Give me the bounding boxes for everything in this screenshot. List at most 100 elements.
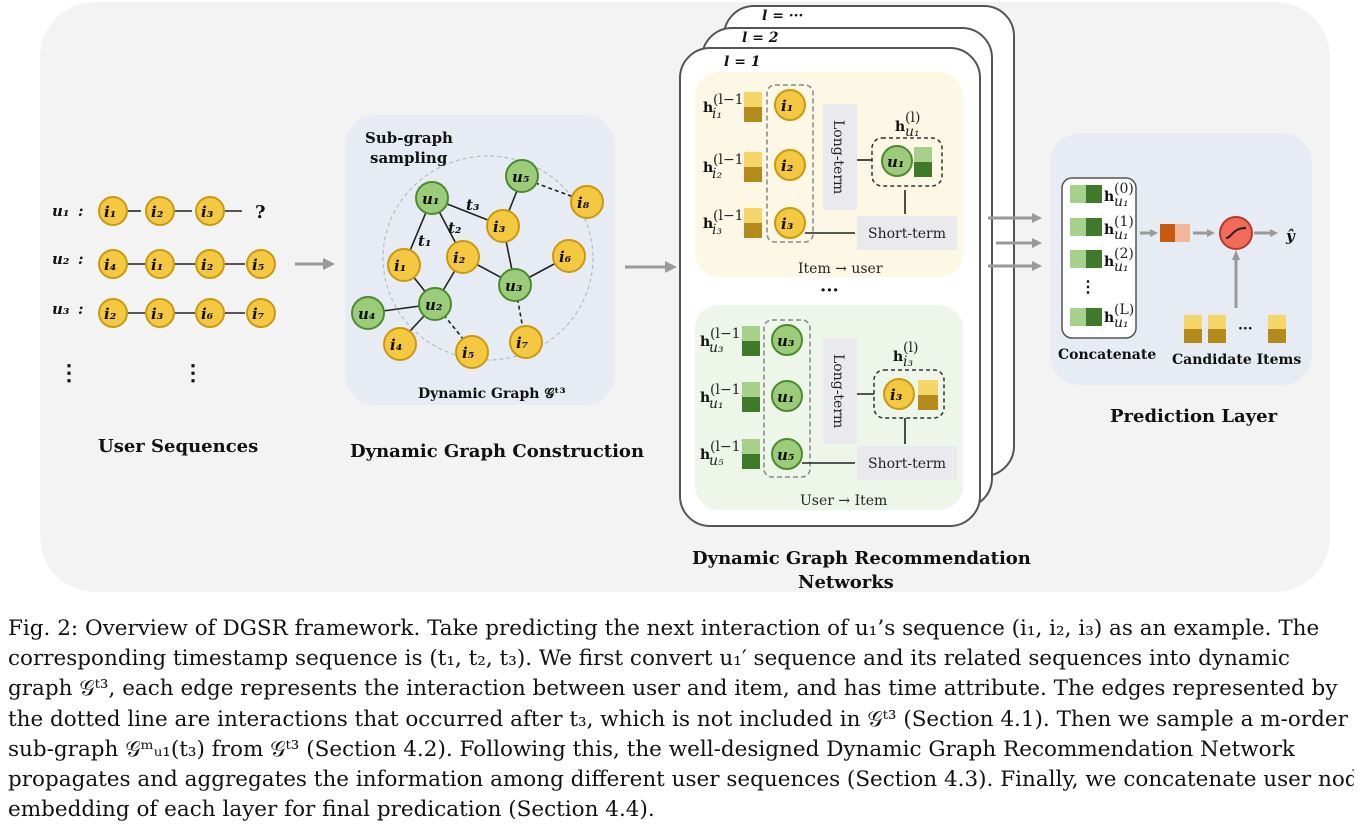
svg-text:i₂: i₂ <box>712 166 722 182</box>
dynamic-graph-label: Dynamic Graph 𝒢ᵗ³ <box>418 386 566 402</box>
svg-text:h: h <box>703 216 713 232</box>
svg-text:h: h <box>1104 310 1114 326</box>
svg-text::: : <box>78 300 84 318</box>
graph-node-u3 <box>498 268 532 302</box>
seq-node-i2b <box>195 249 225 279</box>
svg-text:⋮: ⋮ <box>1080 277 1096 296</box>
graph-node-u2 <box>418 287 452 321</box>
svg-text:u₅: u₅ <box>512 168 530 186</box>
graph-node-u5 <box>505 159 539 193</box>
long-term-box-bottom <box>823 338 857 444</box>
svg-text:i₈: i₈ <box>577 194 590 212</box>
seq-node-i7 <box>246 298 276 328</box>
svg-text:(0): (0) <box>1114 181 1134 197</box>
svg-text:h: h <box>1104 189 1114 205</box>
svg-text:i₃: i₃ <box>493 218 506 236</box>
svg-text:u₁: u₁ <box>1114 315 1129 331</box>
svg-text:h: h <box>700 334 710 350</box>
svg-text:h: h <box>893 349 903 365</box>
svg-text:h: h <box>700 447 710 463</box>
graph-node-i1 <box>387 248 421 282</box>
short-term-box-top <box>857 216 957 250</box>
user-sequences-section: u₁ : i₁ i₂ i₃ ? u₂ : i₄ i₁ i₂ i₅ u₃ : i₂… <box>52 196 276 457</box>
item-to-user-label: Item → user <box>798 261 883 277</box>
section-title-networks-1: Dynamic Graph Recommendation <box>692 548 1031 569</box>
svg-text:u₃: u₃ <box>505 277 523 295</box>
graph-node-i3 <box>486 209 520 243</box>
caption-line-3: graph 𝒢ᵗ³, each edge represents the inte… <box>8 676 1338 702</box>
svg-text:i₁: i₁ <box>394 257 406 275</box>
svg-text:(l−1): (l−1) <box>713 208 749 224</box>
layer-label-2: l = 2 <box>742 30 779 46</box>
graph-node-i6 <box>552 239 586 273</box>
svg-text:t₁: t₁ <box>418 232 432 250</box>
seq-user-u3: u₃ <box>52 300 70 318</box>
svg-text:i₇: i₇ <box>252 305 265 323</box>
svg-text:i₄: i₄ <box>390 336 402 354</box>
section-title-networks-2: Networks <box>798 572 894 593</box>
svg-text:h: h <box>1104 222 1114 238</box>
svg-text:(L): (L) <box>1114 302 1134 318</box>
svg-text:u₂: u₂ <box>425 296 443 314</box>
dgsr-framework-figure: u₁ : i₁ i₂ i₃ ? u₂ : i₄ i₁ i₂ i₅ u₃ : i₂… <box>40 2 1330 593</box>
svg-text:(2): (2) <box>1114 246 1134 262</box>
seq-node-i5 <box>246 249 276 279</box>
seq-node-i1 <box>98 196 128 226</box>
seq-node-i3c <box>145 298 175 328</box>
svg-text:u₃: u₃ <box>777 332 795 350</box>
svg-text:i₆: i₆ <box>201 305 214 323</box>
section-title-graph-construction: Dynamic Graph Construction <box>350 441 644 462</box>
svg-text:i₁: i₁ <box>781 97 793 115</box>
svg-text:u₁: u₁ <box>422 190 439 208</box>
svg-text:i₂: i₂ <box>781 157 794 175</box>
caption-line-6: propagates and aggregates the informatio… <box>8 767 1354 793</box>
figure-caption: Fig. 2: Overview of DGSR framework. Take… <box>8 614 1354 825</box>
graph-node-i8 <box>570 185 604 219</box>
svg-text:i₃: i₃ <box>201 203 214 221</box>
seq-node-i6 <box>195 298 225 328</box>
graph-node-i7 <box>509 325 543 359</box>
graph-node-i5 <box>455 335 489 369</box>
caption-line-7: embedding of each layer for final predic… <box>8 797 655 823</box>
svg-text:u₅: u₅ <box>777 446 795 464</box>
svg-text:u₁: u₁ <box>709 396 724 412</box>
svg-text:i₁: i₁ <box>712 106 722 122</box>
svg-text:h: h <box>895 119 905 135</box>
seq-next-question: ? <box>255 202 266 223</box>
panel-hdots: ··· <box>820 280 839 301</box>
seq-node-i1b <box>145 249 175 279</box>
subgraph-sampling-label-2: sampling <box>370 149 448 167</box>
subgraph-boundary <box>382 155 594 361</box>
caption-line-2: corresponding timestamp sequence is (t₁,… <box>8 646 1290 672</box>
svg-text:t₂: t₂ <box>448 219 462 237</box>
svg-text:(l−1): (l−1) <box>713 92 749 108</box>
short-term-label-bottom: Short-term <box>868 456 946 472</box>
svg-text:u₁: u₁ <box>777 388 794 406</box>
svg-text:(l−1): (l−1) <box>710 439 746 455</box>
svg-text:(1): (1) <box>1114 214 1134 230</box>
svg-text:u₁: u₁ <box>1114 194 1129 210</box>
caption-line-5: sub-graph 𝒢ᵐᵤ₁(t₃) from 𝒢ᵗ³ (Section 4.2… <box>8 736 1295 762</box>
subgraph-sampling-label-1: Sub-graph <box>365 129 453 147</box>
user-to-item-label: User → Item <box>800 493 887 509</box>
svg-text:(l): (l) <box>905 110 920 126</box>
seq-user-u1: u₁ <box>52 202 69 220</box>
graph-node-i4 <box>383 327 417 361</box>
seq-node-i4 <box>98 249 128 279</box>
svg-text:t₃: t₃ <box>466 196 480 214</box>
seq-vdots-right: ⋮ <box>182 360 204 386</box>
svg-text:h: h <box>703 160 713 176</box>
svg-text:i₃: i₃ <box>712 222 722 238</box>
networks-section: l = ··· l = 2 l = 1 h(l−1)i₁ h(l−1)i₂ h(… <box>679 5 1031 593</box>
svg-text:u₄: u₄ <box>358 305 375 323</box>
long-term-box-top <box>823 104 857 210</box>
seq-vdots-left: ⋮ <box>58 360 80 386</box>
svg-text:(l−1): (l−1) <box>713 152 749 168</box>
prediction-section: h(0)u₁ h(1)u₁ h(2)u₁ ⋮ h(L)u₁ Concatenat… <box>1050 133 1312 427</box>
svg-text:h: h <box>703 100 713 116</box>
short-term-box-bottom <box>857 446 957 480</box>
graph-node-i2 <box>446 240 480 274</box>
layer-label-dots: l = ··· <box>762 8 803 24</box>
svg-text:i₄: i₄ <box>104 256 116 274</box>
svg-text:i₂: i₂ <box>151 203 164 221</box>
